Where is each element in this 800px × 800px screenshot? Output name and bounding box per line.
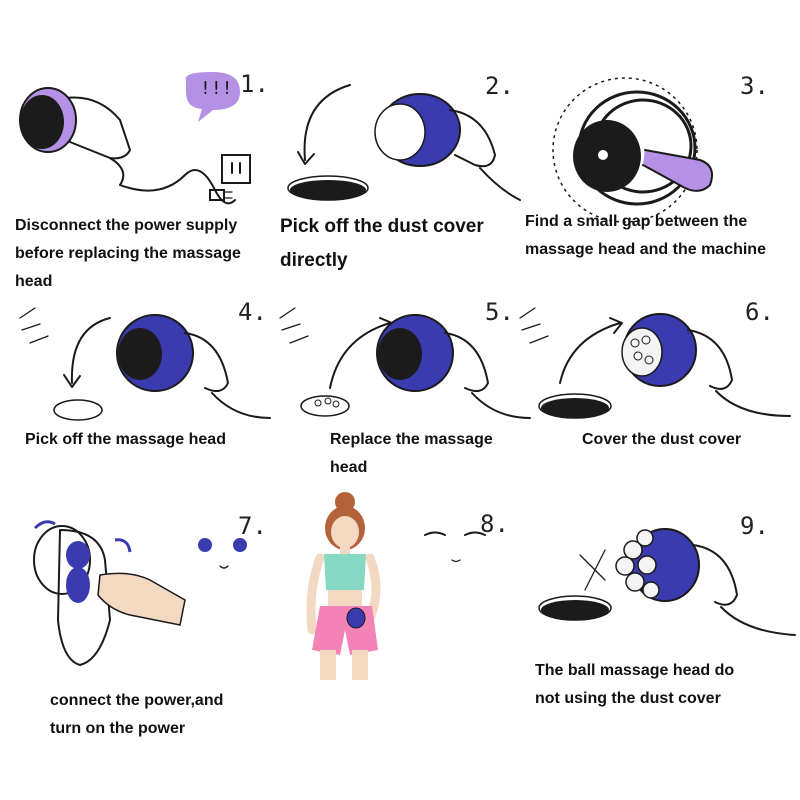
step-caption: Pick off the dust cover directly [280, 216, 484, 271]
ball-massage-head-illustration [538, 528, 796, 636]
step-number: 8. [480, 510, 509, 538]
step-number: 3. [740, 72, 769, 100]
step-caption: connect the power,and turn on the power [50, 692, 224, 737]
massager-unplugged-illustration [19, 87, 251, 205]
cover-dust-cover-illustration [519, 307, 791, 419]
step-1-panel: !!! 1. Disconnect the power supply befor… [0, 60, 270, 300]
speech-bubble-icon [185, 72, 240, 122]
step-caption: Cover the dust cover [582, 431, 742, 448]
step-8-panel: 8. [290, 490, 530, 690]
step-3-panel: 3. Find a small gap between the massage … [525, 60, 800, 300]
step-7-panel: 7. connect the power,and turn on the pow… [0, 500, 290, 760]
step-6-panel: 6. Cover the dust cover [519, 288, 800, 468]
step-4-panel: 4. Pick off the massage head [0, 288, 280, 468]
step-caption: The ball massage head do not using the d… [535, 662, 735, 707]
step-number: 2. [485, 72, 514, 100]
step-9-panel: 9. The ball massage head do not using th… [525, 510, 800, 750]
step-caption: Pick off the massage head [25, 431, 226, 448]
step-5-panel: 5. Replace the massage head [279, 288, 540, 488]
turn-on-power-illustration [33, 520, 247, 666]
woman-using-massager-illustration [306, 492, 486, 680]
step-number: 9. [740, 512, 769, 540]
remove-massage-head-illustration [19, 307, 271, 421]
step-2-panel: 2. Pick off the dust cover directly [270, 60, 530, 300]
step-caption: Disconnect the power supply before repla… [15, 217, 241, 290]
find-gap-illustration [552, 77, 713, 223]
step-number: 1. [240, 70, 269, 98]
step-caption: Find a small gap between the massage hea… [525, 213, 766, 258]
step-number: 7. [238, 512, 267, 540]
step-caption: Replace the massage head [330, 431, 493, 476]
step-number: 6. [745, 298, 774, 326]
remove-dust-cover-illustration [287, 84, 521, 201]
replace-massage-head-illustration [279, 307, 531, 419]
step-number: 4. [238, 298, 267, 326]
bubble-text: !!! [200, 78, 233, 99]
step-number: 5. [485, 298, 514, 326]
